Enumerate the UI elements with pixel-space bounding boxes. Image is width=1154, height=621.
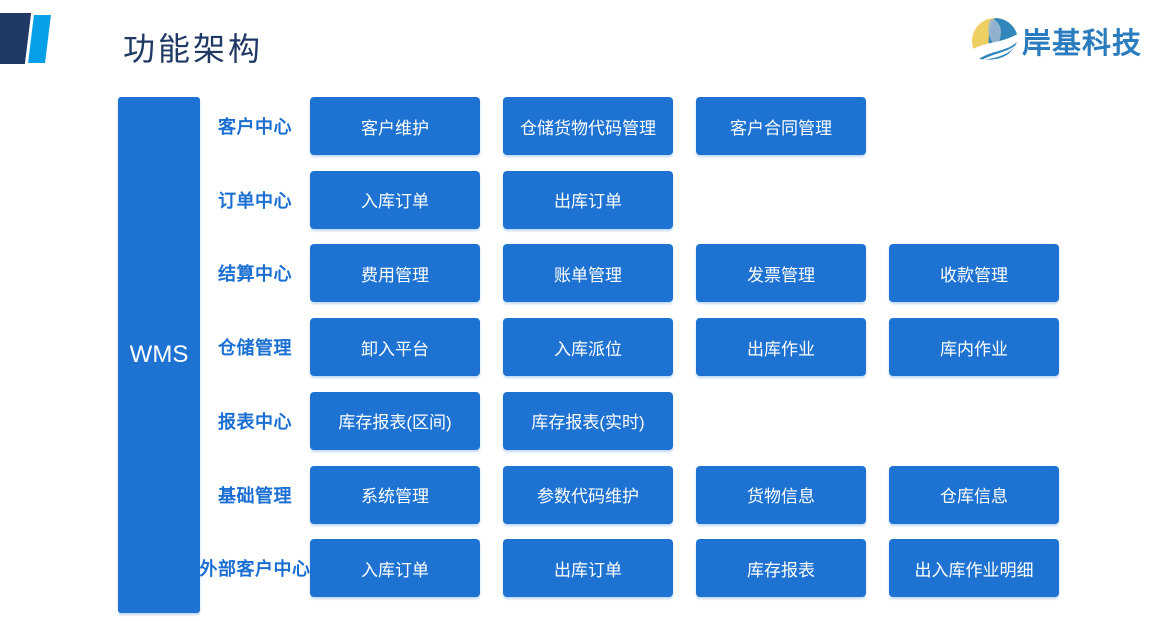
module-box-group: 系统管理参数代码维护货物信息仓库信息 <box>310 465 1059 524</box>
module-box-group: 入库订单出库订单库存报表出入库作业明细 <box>310 539 1059 598</box>
architecture-diagram: WMS 客户中心客户维护仓储货物代码管理客户合同管理订单中心入库订单出库订单结算… <box>118 97 1059 613</box>
module-box: 仓储货物代码管理 <box>503 97 673 155</box>
module-box: 库存报表(区间) <box>310 391 480 450</box>
module-box: 发票管理 <box>696 244 866 303</box>
wms-root-node: WMS <box>118 97 200 613</box>
module-row: 基础管理系统管理参数代码维护货物信息仓库信息 <box>200 465 1059 540</box>
module-box: 出库订单 <box>503 539 673 598</box>
module-row: 报表中心库存报表(区间) 库存报表(实时) <box>200 391 1059 466</box>
company-logo-text: 岸基科技 <box>1021 28 1142 60</box>
module-box: 库存报表 <box>696 539 866 598</box>
module-box: 入库订单 <box>310 170 480 229</box>
category-label: 基础管理 <box>218 485 292 506</box>
module-box: 出入库作业明细 <box>889 539 1059 598</box>
module-box-group: 库存报表(区间) 库存报表(实时) <box>310 391 673 450</box>
category-label: 报表中心 <box>218 411 292 432</box>
module-box: 入库订单 <box>310 539 480 598</box>
company-logo: 岸基科技 <box>970 17 1142 65</box>
module-row: 客户中心客户维护仓储货物代码管理客户合同管理 <box>200 97 1059 171</box>
module-box: 库存报表(实时) <box>503 391 673 450</box>
page-title: 功能架构 <box>123 31 264 67</box>
category-label: 仓储管理 <box>218 338 292 359</box>
module-box: 费用管理 <box>310 244 480 303</box>
module-row: 外部客户中心入库订单出库订单库存报表出入库作业明细 <box>200 539 1059 613</box>
module-row: 仓储管理卸入平台入库派位出库作业库内作业 <box>200 318 1059 392</box>
module-box: 参数代码维护 <box>503 465 673 524</box>
category-label: 订单中心 <box>218 190 292 211</box>
category-label: 客户中心 <box>218 117 292 137</box>
module-box: 卸入平台 <box>310 318 480 377</box>
deco-bar-light-icon <box>28 15 51 63</box>
module-box: 收款管理 <box>889 244 1059 303</box>
deco-bar-dark-icon <box>0 13 32 64</box>
module-box: 库内作业 <box>889 318 1059 377</box>
company-logo-icon <box>970 18 1019 65</box>
module-box: 客户合同管理 <box>696 97 866 155</box>
module-box-group: 客户维护仓储货物代码管理客户合同管理 <box>310 97 866 155</box>
module-box-group: 入库订单出库订单 <box>310 170 673 229</box>
module-box: 客户维护 <box>310 97 480 155</box>
module-rows: 客户中心客户维护仓储货物代码管理客户合同管理订单中心入库订单出库订单结算中心费用… <box>200 97 1059 613</box>
module-box: 系统管理 <box>310 465 480 524</box>
category-label: 外部客户中心 <box>199 559 311 580</box>
module-box-group: 费用管理账单管理发票管理收款管理 <box>310 244 1059 303</box>
module-box: 入库派位 <box>503 318 673 377</box>
module-box: 货物信息 <box>696 465 866 524</box>
category-label: 结算中心 <box>218 264 292 285</box>
module-box: 出库作业 <box>696 318 866 377</box>
module-row: 订单中心入库订单出库订单 <box>200 170 1059 245</box>
module-box: 仓库信息 <box>889 465 1059 524</box>
module-box-group: 卸入平台入库派位出库作业库内作业 <box>310 318 1059 377</box>
module-box: 出库订单 <box>503 170 673 229</box>
module-row: 结算中心费用管理账单管理发票管理收款管理 <box>200 244 1059 318</box>
module-box: 账单管理 <box>503 244 673 303</box>
